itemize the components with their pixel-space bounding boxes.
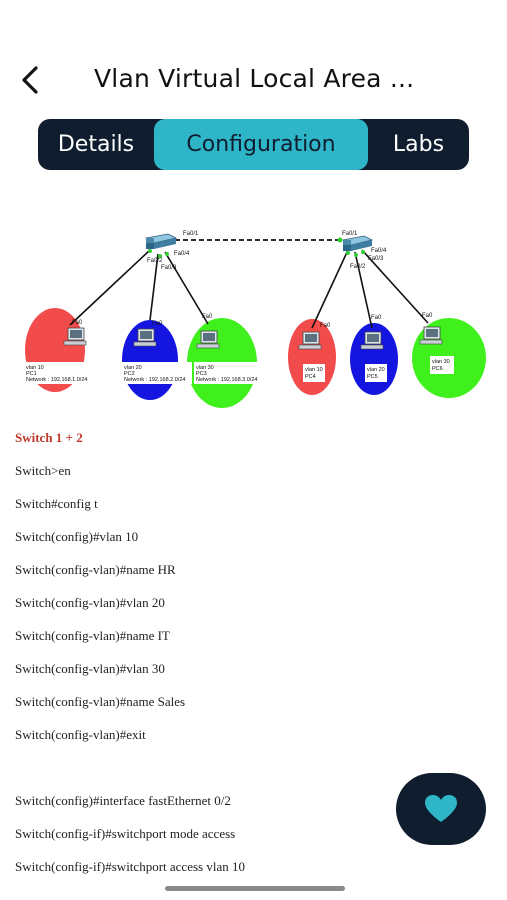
sw1-port-label: Fa0/3 [161,265,177,271]
sw1-port-label: Fa0/2 [147,258,163,264]
back-button[interactable] [10,60,50,100]
config-line: Switch(config-vlan)#name IT [15,628,170,643]
pc-port-label: Fa0 [72,320,83,326]
chevron-left-icon [22,66,38,94]
tab-configuration[interactable]: Configuration [154,119,368,170]
config-line: Switch(config-vlan)#name HR [15,562,176,577]
sw2-port-label: Fa0/3 [368,256,384,262]
sw1-port-label: Fa0/4 [174,251,190,257]
pc-name-label: PC1 [26,371,37,377]
config-line: Switch#config t [15,496,98,511]
segmented-tabs: Details Configuration Labs [38,119,469,170]
switch-1 [144,233,178,249]
config-line: Switch>en [15,463,71,478]
link-sw2-pc4 [311,249,349,329]
pc-name-label: PC2 [124,371,135,377]
config-line: Switch(config-if)#switchport mode access [15,826,236,841]
pc-vlan-label: vlan 30 [432,359,450,365]
pc-port-label: Fa0 [202,314,213,320]
pc-icon [419,326,443,345]
config-line: Switch(config-vlan)#vlan 30 [15,661,165,676]
pc-vlan-label: vlan 30 [196,365,214,371]
pc-port-label: Fa0 [371,315,382,321]
pc-network-label: Network : 192.168.3.0/24 [196,377,257,383]
pc-network-label: Network : 192.168.2.0/24 [124,377,185,383]
pc-port-label: Fa0 [320,323,331,329]
sw1-port-label: Fa0/1 [183,231,199,237]
pc-vlan-label: vlan 20 [367,367,385,373]
config-line: Switch(config-vlan)#vlan 20 [15,595,165,610]
pc-vlan-label: vlan 10 [305,367,323,373]
config-line: Switch(config-if)#switchport access vlan… [15,859,245,874]
link-sw1-pc3 [164,251,209,325]
switch-2 [341,235,374,251]
link-sw2-pc6 [361,249,429,324]
tab-labs[interactable]: Labs [392,132,445,157]
pc-icon [63,327,87,346]
sw2-port-label: Fa0/2 [350,264,366,270]
topology-svg: Fa0/1 Fa0/2 Fa0/4 Fa0/3 Fa0/1 Fa0/4 Fa0/… [24,231,486,408]
app-header: Vlan Virtual Local Area ... [0,50,507,110]
pc-icon [360,331,384,350]
config-line: Switch(config)#vlan 10 [15,529,139,544]
pc-vlan-label: vlan 10 [26,365,44,371]
pc-network-label: Network : 192.168.1.0/24 [26,377,87,383]
configuration-text: Switch 1 + 2 Switch>en Switch#config t S… [15,425,495,887]
sw2-port-label: Fa0/1 [342,231,358,237]
heart-icon [425,795,457,822]
tab-details[interactable]: Details [57,132,135,157]
config-line: Switch(config-vlan)#exit [15,727,146,742]
config-heading: Switch 1 + 2 [15,430,83,445]
favorite-button[interactable] [396,773,486,845]
vlan-circle-pc4 [288,319,336,395]
link-sw1-pc2 [149,253,159,321]
pc-name-label: PC4 [305,374,316,380]
vlan-topology-diagram: Fa0/1 Fa0/2 Fa0/4 Fa0/3 Fa0/1 Fa0/4 Fa0/… [0,220,507,420]
page-title: Vlan Virtual Local Area ... [94,64,415,93]
pc-name-label: PC5 [367,374,378,380]
pc-icon [298,331,322,350]
pc-name-label: PC6 [432,366,443,372]
sw2-port-label: Fa0/4 [371,248,387,254]
link-sw2-pc5 [354,251,373,329]
pc-icon [196,330,220,349]
home-indicator [165,886,345,891]
pc-port-label: Fa0 [422,313,433,319]
pc-vlan-label: vlan 20 [124,365,142,371]
config-line: Switch(config-vlan)#name Sales [15,694,186,709]
config-line: Switch(config)#interface fastEthernet 0/… [15,793,231,808]
pc-icon [133,328,157,347]
pc-name-label: PC3 [196,371,207,377]
link-sw1-pc1 [69,249,151,326]
pc-port-label: Fa0 [152,321,163,327]
